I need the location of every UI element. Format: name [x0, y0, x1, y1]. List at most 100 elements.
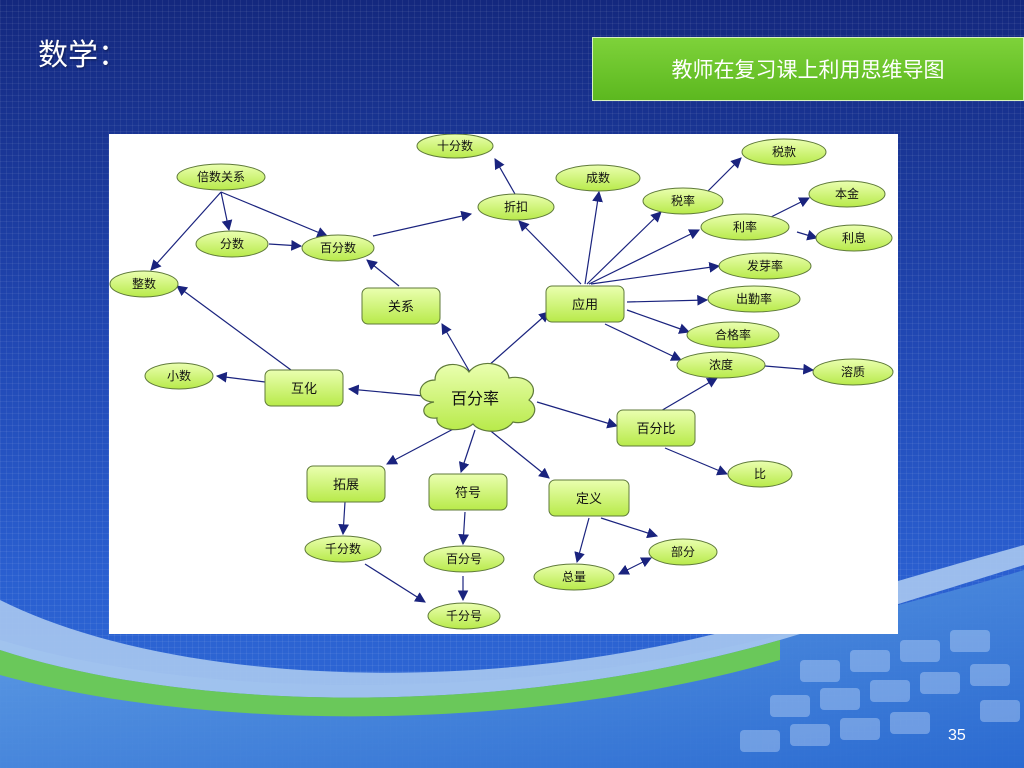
- node-baifenshu-label: 百分数: [320, 240, 356, 255]
- node-hege: 合格率: [686, 321, 780, 349]
- edge-beishu-baifenshu: [220, 191, 328, 238]
- node-qianfenhao-label: 千分号: [446, 609, 482, 623]
- edge-beishu-zhengshu: [150, 191, 222, 271]
- node-zhengshu: 整数: [109, 270, 179, 298]
- edge-center-fuhao: [458, 429, 476, 474]
- edge-beishu-fenshu: [220, 191, 233, 232]
- edge-zongliang-bufen: [618, 557, 652, 575]
- node-nongdu-label: 浓度: [709, 357, 733, 372]
- edge-nongdu-rongzhi: [764, 363, 815, 375]
- node-shifenshu: 十分数: [416, 134, 494, 159]
- header-banner: 教师在复习课上利用思维导图: [592, 37, 1024, 101]
- node-faya: 发芽率: [718, 252, 812, 280]
- node-baifenhao-label: 百分号: [446, 552, 482, 566]
- node-qianfenshu-label: 千分数: [325, 541, 361, 556]
- edge-huhua-zhengshu: [176, 285, 292, 371]
- node-qianfenhao: 千分号: [427, 602, 501, 630]
- edge-yingyong-chengshu: [584, 190, 603, 285]
- page-number: 35: [948, 727, 966, 744]
- node-fuhao-label: 符号: [455, 485, 481, 501]
- node-guanxi-label: 关系: [388, 300, 414, 315]
- node-lilv-label: 利率: [733, 219, 757, 234]
- edge-yingyong-zhekou: [518, 220, 582, 285]
- edge-center-tuozhan: [386, 425, 460, 465]
- node-beishu: 倍数关系: [176, 163, 266, 191]
- node-xiaoshu-label: 小数: [167, 368, 191, 383]
- node-yingyong-label: 应用: [572, 297, 598, 313]
- node-rongzhi-label: 溶质: [841, 364, 865, 379]
- node-faya-label: 发芽率: [747, 258, 783, 273]
- node-lixi-label: 利息: [842, 230, 866, 245]
- node-zhengshu-label: 整数: [132, 276, 156, 291]
- edge-yingyong-faya: [590, 262, 721, 285]
- node-rongzhi: 溶质: [812, 358, 894, 386]
- node-bufen-label: 部分: [671, 544, 695, 559]
- header-text: 教师在复习课上利用思维导图: [671, 58, 945, 82]
- edge-guanxi-baifenshu: [366, 259, 400, 287]
- mind-map: 百分率 关系 应用 互化 百分比 拓展 符号 定义: [109, 134, 894, 630]
- node-shifenshu-label: 十分数: [437, 138, 473, 153]
- node-baifenshu: 百分数: [301, 234, 375, 262]
- node-benjin: 本金: [808, 180, 886, 208]
- edge-center-huhua: [347, 384, 425, 397]
- node-center: 百分率: [419, 362, 536, 432]
- node-benjin-label: 本金: [835, 186, 859, 201]
- node-nongdu: 浓度: [676, 351, 766, 379]
- edge-baifenbi-nongdu: [658, 377, 718, 413]
- node-beishu-label: 倍数关系: [197, 169, 245, 184]
- node-lixi: 利息: [815, 224, 893, 252]
- edge-center-guanxi: [441, 323, 472, 375]
- node-baifenhao: 百分号: [423, 545, 505, 573]
- slide-title: 数学：: [38, 38, 128, 73]
- edge-lilv-lixi: [796, 230, 819, 241]
- node-shuikuan: 税款: [741, 138, 827, 166]
- edge-baifenbi-bi: [664, 447, 728, 476]
- node-baifenbi: 百分比: [616, 409, 696, 447]
- node-lilv: 利率: [700, 213, 790, 241]
- edge-center-baifenbi: [536, 401, 619, 429]
- edge-zhekou-shifenshu: [494, 158, 516, 195]
- node-center-label: 百分率: [451, 389, 499, 408]
- edge-center-dingyi: [486, 427, 550, 479]
- edge-baifenshu-zhekou: [372, 210, 473, 237]
- node-guanxi: 关系: [361, 287, 441, 325]
- node-bi-label: 比: [754, 467, 766, 481]
- node-zhekou-label: 折扣: [504, 199, 528, 214]
- node-dingyi-label: 定义: [576, 492, 602, 507]
- node-huhua-label: 互化: [291, 382, 317, 397]
- node-zhekou: 折扣: [477, 193, 555, 221]
- edge-huhua-xiaoshu: [215, 371, 266, 383]
- node-bi: 比: [727, 460, 793, 488]
- edge-yingyong-nongdu: [604, 323, 682, 361]
- node-shuilv-label: 税率: [671, 193, 695, 208]
- node-hege-label: 合格率: [715, 327, 751, 342]
- edge-dingyi-zongliang: [574, 517, 590, 564]
- edge-fenshu-baifenshu: [268, 240, 303, 251]
- edge-shuilv-shuikuan: [706, 157, 742, 193]
- edge-yingyong-chuqin: [626, 294, 709, 306]
- mind-map-panel: 百分率 关系 应用 互化 百分比 拓展 符号 定义: [109, 134, 898, 634]
- node-zongliang-label: 总量: [562, 570, 586, 584]
- node-zongliang: 总量: [533, 563, 615, 591]
- node-xiaoshu: 小数: [144, 362, 214, 390]
- node-chuqin: 出勤率: [707, 285, 801, 313]
- edge-fuhao-baifenhao: [458, 511, 469, 546]
- edge-lilv-benjin: [768, 197, 810, 219]
- node-bufen: 部分: [648, 538, 718, 566]
- node-fenshu: 分数: [195, 230, 269, 258]
- node-chuqin-label: 出勤率: [736, 291, 772, 306]
- edge-yingyong-hege: [626, 309, 691, 334]
- edge-yingyong-shuilv: [586, 211, 662, 285]
- node-chengshu: 成数: [555, 164, 641, 192]
- node-fenshu-label: 分数: [220, 236, 244, 251]
- node-baifenbi-label: 百分比: [636, 422, 675, 437]
- node-huhua: 互化: [264, 369, 344, 407]
- node-shuikuan-label: 税款: [772, 145, 796, 159]
- node-qianfenshu: 千分数: [304, 535, 382, 563]
- node-yingyong: 应用: [545, 285, 625, 323]
- edge-qianfenshu-qianfenhao: [364, 563, 426, 603]
- node-tuozhan-label: 拓展: [333, 478, 359, 493]
- edge-dingyi-bufen: [600, 517, 659, 539]
- edge-tuozhan-qianfenshu: [338, 501, 349, 536]
- node-chengshu-label: 成数: [586, 170, 610, 185]
